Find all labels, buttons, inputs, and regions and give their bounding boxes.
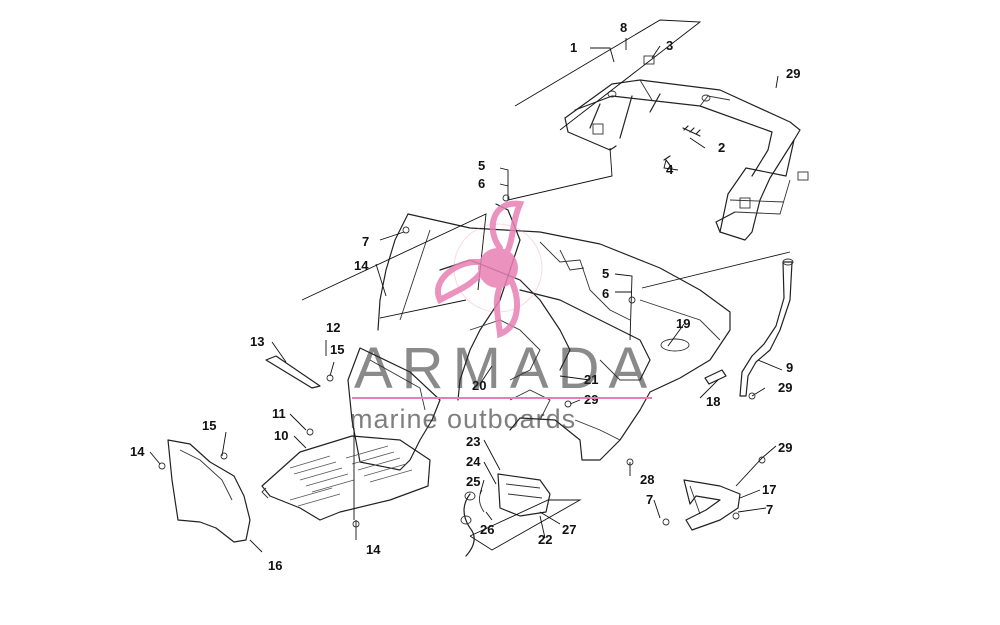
label-24: 24	[466, 454, 481, 469]
part-17-bracket	[683, 479, 741, 531]
watermark-tagline: marine outboards	[350, 404, 576, 434]
label-1: 1	[570, 40, 577, 55]
rear-rack	[564, 55, 809, 241]
label-13: 13	[250, 334, 264, 349]
electrical-assembly	[460, 473, 551, 557]
label-26: 26	[480, 522, 494, 537]
label-10: 10	[274, 428, 288, 443]
part-16-panel	[167, 439, 251, 543]
label-9: 9	[786, 360, 793, 375]
label-17: 17	[762, 482, 776, 497]
part-18-reflector	[704, 369, 727, 385]
logo-propeller-blade-top	[489, 200, 525, 253]
label-15-left: 15	[202, 418, 216, 433]
label-23: 23	[466, 434, 480, 449]
label-12: 12	[326, 320, 340, 335]
label-22: 22	[538, 532, 552, 547]
label-2: 2	[718, 140, 725, 155]
leader-part-1	[514, 19, 702, 131]
label-14-left: 14	[130, 444, 145, 459]
label-29-mid: 29	[584, 392, 598, 407]
label-27: 27	[562, 522, 576, 537]
label-5-right: 5	[602, 266, 609, 281]
armada-logo	[435, 200, 543, 339]
rear-fender-body	[377, 203, 731, 461]
label-5-top: 5	[478, 158, 485, 173]
label-21: 21	[584, 372, 598, 387]
label-18: 18	[706, 394, 720, 409]
label-7-top: 7	[362, 234, 369, 249]
label-29-top: 29	[786, 66, 800, 81]
label-29-right: 29	[778, 380, 792, 395]
label-3: 3	[666, 38, 673, 53]
part-labels: 1 8 3 29 2 4 5 6 7 14 5 6 19 13 12 15 9 …	[130, 20, 800, 573]
label-7-right: 7	[766, 502, 773, 517]
label-28: 28	[640, 472, 654, 487]
label-11: 11	[272, 406, 286, 421]
label-25: 25	[466, 474, 480, 489]
label-14-top: 14	[354, 258, 369, 273]
part-2-spring	[682, 125, 701, 137]
label-14-bottom: 14	[366, 542, 381, 557]
label-20: 20	[472, 378, 486, 393]
label-6-top: 6	[478, 176, 485, 191]
watermark-brand: ARMADA	[354, 336, 656, 401]
footwell-floor	[261, 435, 431, 521]
label-7-mid: 7	[646, 492, 653, 507]
leader-lines	[149, 38, 791, 553]
label-19: 19	[676, 316, 690, 331]
label-8: 8	[620, 20, 627, 35]
fasteners	[158, 194, 766, 528]
left-side-shield	[347, 347, 441, 471]
part-9-grab-bar	[739, 258, 794, 397]
logo-propeller-hub	[478, 248, 518, 288]
label-4: 4	[666, 162, 674, 177]
logo-propeller-blade-right	[493, 279, 520, 339]
part-13-rail	[265, 355, 321, 389]
part-4-bolt	[663, 155, 673, 169]
label-6-right: 6	[602, 286, 609, 301]
logo-propeller-blade-left	[435, 258, 483, 305]
label-15-mid: 15	[330, 342, 344, 357]
leader-bracket-22	[469, 499, 582, 551]
label-16: 16	[268, 558, 282, 573]
label-29-lower: 29	[778, 440, 792, 455]
